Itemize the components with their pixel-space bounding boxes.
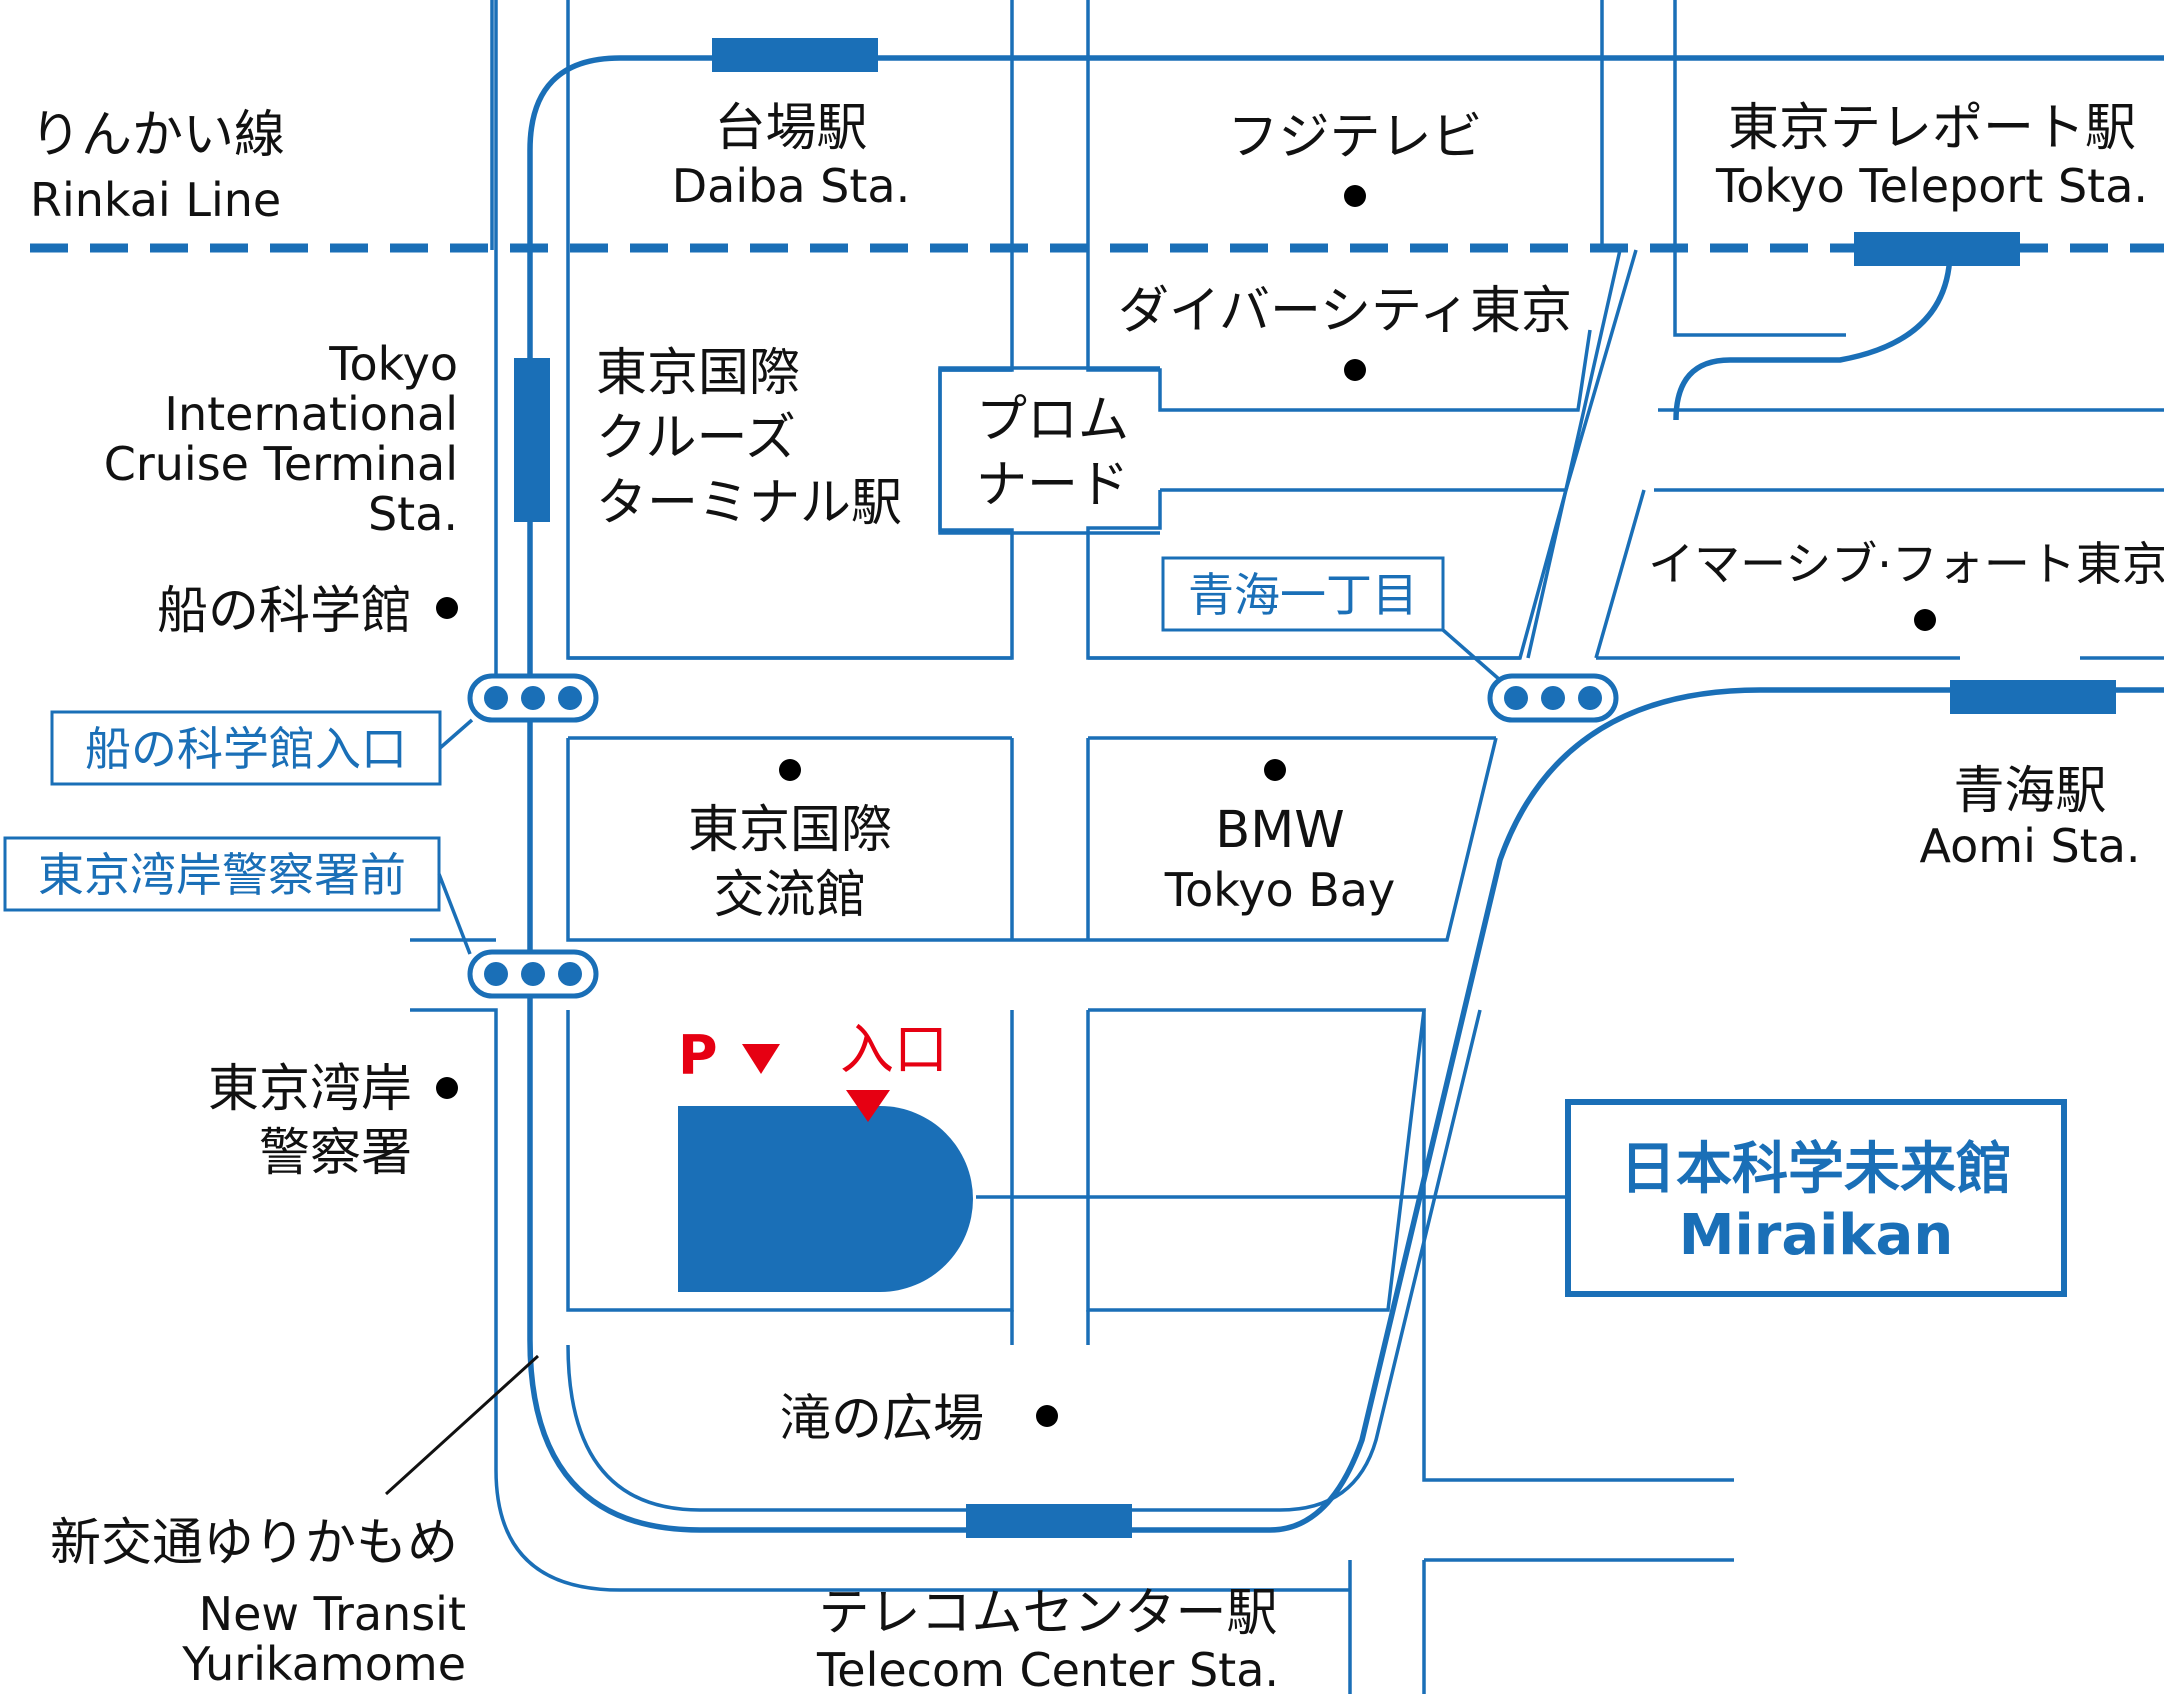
cruise-station-en-1: Tokyo xyxy=(328,337,458,391)
yurikamome-en-2: Yurikamome xyxy=(181,1637,466,1691)
cruise-station-jp-1: 東京国際 xyxy=(596,344,800,403)
teleport-station-jp: 東京テレポート駅 xyxy=(1728,99,2136,158)
cruise-station-en-2: International xyxy=(164,387,458,441)
tfte-label-1: 東京国際 xyxy=(688,801,892,860)
parking-triangle-icon xyxy=(742,1044,780,1074)
miraikan-building xyxy=(678,1106,973,1292)
bus-stop-coastguard-mae: 東京湾岸警察署前 xyxy=(38,848,406,902)
fujitv-label: フジテレビ xyxy=(1227,108,1482,167)
telecom-station-en: Telecom Center Sta. xyxy=(816,1643,1279,1694)
diver-city-label: ダイバーシティ東京 xyxy=(1118,282,1572,341)
diver-city-dot xyxy=(1344,359,1366,381)
coastguard-label-2: 警察署 xyxy=(259,1124,412,1183)
yurikamome-leader xyxy=(384,1354,540,1496)
street-grid xyxy=(410,0,2164,1694)
promenade-label-2: ナード xyxy=(976,456,1129,515)
taki-dot xyxy=(1036,1405,1058,1427)
bus-box-aomi xyxy=(1161,556,1445,632)
miraikan-name-jp: 日本科学未来館 xyxy=(1620,1137,2012,1202)
bmw-dot xyxy=(1264,759,1286,781)
fujitv-dot xyxy=(1344,185,1366,207)
yurikamome-en-1: New Transit xyxy=(199,1587,466,1641)
aomi-station-bar xyxy=(1950,680,2116,714)
cruise-station-en-3: Cruise Terminal xyxy=(104,437,458,491)
bus-marker-coastguard xyxy=(467,949,599,999)
entrance-triangle-icon xyxy=(846,1090,890,1122)
taki-label: 滝の広場 xyxy=(780,1390,984,1449)
parking-label: P xyxy=(678,1024,718,1087)
tfte-label-2: 交流館 xyxy=(713,866,866,925)
aomi-station-jp: 青海駅 xyxy=(1953,762,2106,821)
rinkai-line-jp: りんかい線 xyxy=(30,106,285,165)
telecom-station-jp: テレコムセンター駅 xyxy=(818,1584,1277,1643)
immersive-label: イマーシブ·フォート東京 xyxy=(1648,537,2164,591)
bmw-label-2: Tokyo Bay xyxy=(1164,863,1395,917)
tfte-dot xyxy=(779,759,801,781)
promenade-box xyxy=(938,366,1160,535)
rinkai-line-en: Rinkai Line xyxy=(30,173,281,227)
teleport-station-en: Tokyo Teleport Sta. xyxy=(1715,159,2148,213)
immersive-dot xyxy=(1914,609,1936,631)
daiba-station-bar xyxy=(712,38,878,72)
miraikan-name-en: Miraikan xyxy=(1679,1203,1953,1268)
funenokagaku-dot xyxy=(436,597,458,619)
yurikamome-track xyxy=(527,55,2164,1533)
miraikan-label-box xyxy=(1565,1099,2067,1297)
cruise-station-bar xyxy=(514,358,550,522)
bus-stop-aomi-1chome: 青海一丁目 xyxy=(1188,568,1418,622)
funenokagaku-label: 船の科学館 xyxy=(157,582,412,641)
cruise-station-en-4: Sta. xyxy=(368,487,458,541)
bmw-label-1: BMW xyxy=(1215,801,1344,860)
bus-marker-aomi xyxy=(1487,673,1619,723)
coastguard-label-1: 東京湾岸 xyxy=(208,1060,412,1119)
bus-marker-funenokagaku xyxy=(467,673,599,723)
aomi-station-en: Aomi Sta. xyxy=(1919,819,2140,873)
yurikamome-jp: 新交通ゆりかもめ xyxy=(50,1514,458,1573)
entrance-label: 入口 xyxy=(840,1018,948,1081)
cruise-station-jp-2: クルーズ xyxy=(596,409,796,468)
bus-stop-funenokagaku-entrance: 船の科学館入口 xyxy=(85,722,407,776)
coastguard-dot xyxy=(436,1077,458,1099)
daiba-station-en: Daiba Sta. xyxy=(672,159,910,213)
telecom-station-bar xyxy=(966,1504,1132,1538)
promenade-label-1: プロム xyxy=(976,391,1129,450)
daiba-station-jp: 台場駅 xyxy=(714,99,867,158)
teleport-station-bar xyxy=(1854,232,2020,266)
cruise-station-jp-3: ターミナル駅 xyxy=(596,474,902,533)
